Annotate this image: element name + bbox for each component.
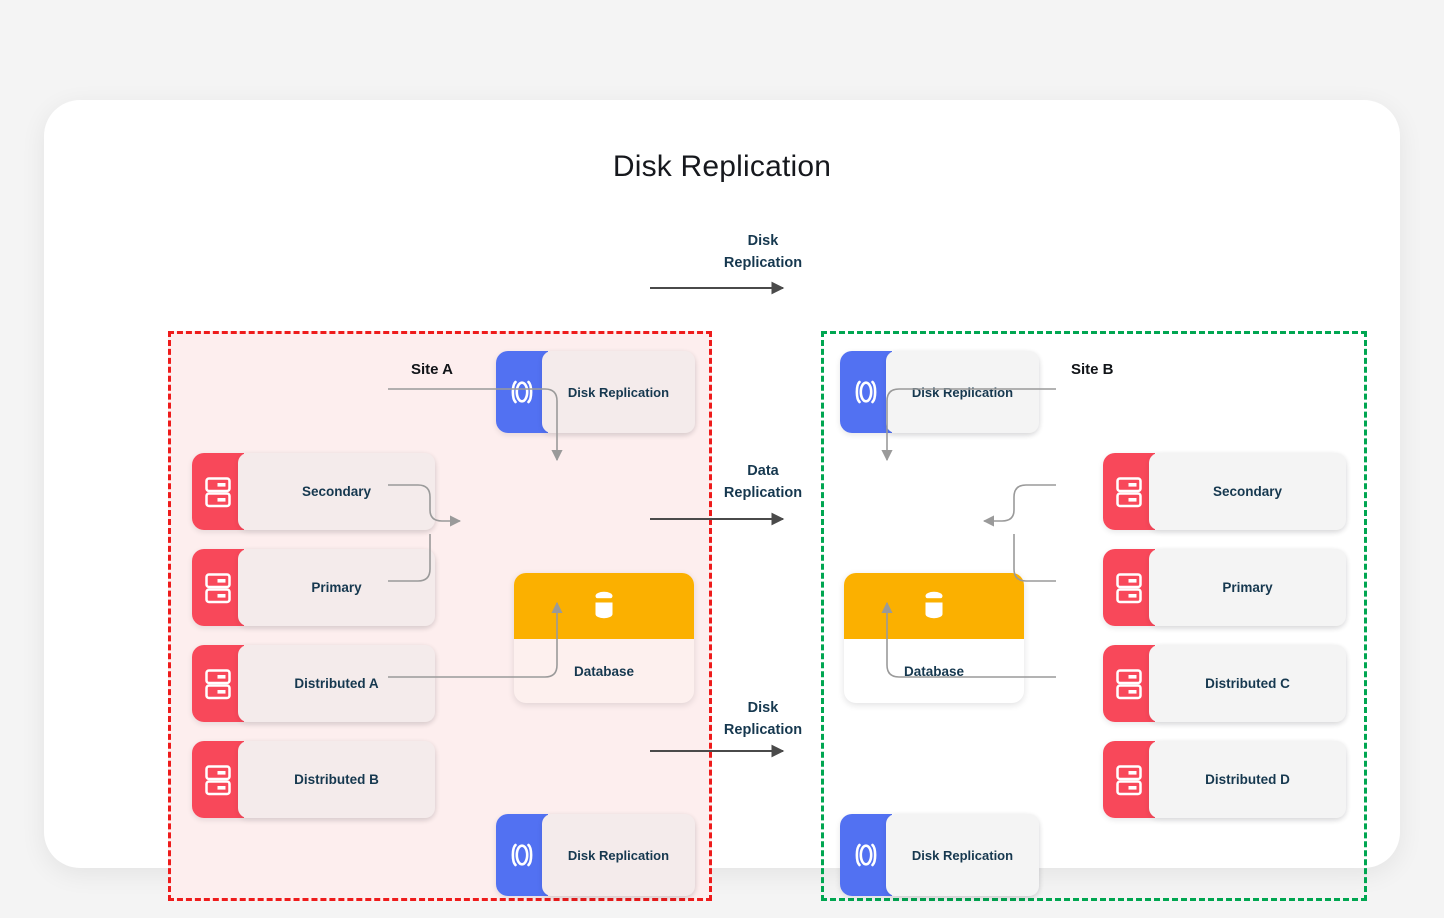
disk-replication-icon (840, 351, 892, 433)
node-label: Primary (238, 549, 435, 626)
node-label: Disk Replication (886, 351, 1039, 433)
node-b-distributed-c[interactable]: Distributed C (1103, 645, 1346, 722)
database-cylinder-icon (514, 573, 694, 639)
node-label: Distributed A (238, 645, 435, 722)
node-b-database[interactable]: Database (844, 573, 1024, 703)
server-rack-icon (1103, 549, 1155, 626)
node-a-database[interactable]: Database (514, 573, 694, 703)
node-a-distributed-a[interactable]: Distributed A (192, 645, 435, 722)
node-a-disk-replication-top[interactable]: Disk Replication (496, 351, 695, 433)
node-b-secondary[interactable]: Secondary (1103, 453, 1346, 530)
disk-replication-icon (496, 351, 548, 433)
node-label: Distributed B (238, 741, 435, 818)
node-b-disk-replication-bottom[interactable]: Disk Replication (840, 814, 1039, 896)
node-b-disk-replication-top[interactable]: Disk Replication (840, 351, 1039, 433)
server-rack-icon (192, 741, 244, 818)
node-a-distributed-b[interactable]: Distributed B (192, 741, 435, 818)
site-a-label: Site A (411, 361, 453, 378)
node-label: Database (903, 663, 965, 679)
cross-link-label-disk-top: Disk Replication (688, 230, 838, 275)
site-b-label: Site B (1071, 361, 1114, 378)
site-panel-a: Site A Disk Replication (168, 331, 712, 901)
node-b-distributed-d[interactable]: Distributed D (1103, 741, 1346, 818)
disk-replication-icon (496, 814, 548, 896)
label-line-2: Replication (723, 485, 803, 502)
node-label: Secondary (1149, 453, 1346, 530)
label-line-1: Disk (747, 700, 779, 716)
database-cylinder-icon (844, 573, 1024, 639)
label-line-2: Replication (723, 255, 803, 272)
node-label: Database (573, 663, 635, 679)
node-label: Secondary (238, 453, 435, 530)
server-rack-icon (1103, 741, 1155, 818)
diagram-card: Disk Replication Site A Disk Replication (44, 100, 1400, 901)
node-label: Primary (1149, 549, 1346, 626)
node-label: Disk Replication (542, 351, 695, 433)
server-rack-icon (192, 549, 244, 626)
node-a-secondary[interactable]: Secondary (192, 453, 435, 530)
node-a-primary[interactable]: Primary (192, 549, 435, 626)
server-rack-icon (192, 645, 244, 722)
cross-link-label-disk-bottom: Disk Replication (688, 697, 838, 742)
node-label: Disk Replication (886, 814, 1039, 896)
server-rack-icon (1103, 645, 1155, 722)
page-title: Disk Replication (612, 150, 832, 183)
node-b-primary[interactable]: Primary (1103, 549, 1346, 626)
node-label: Distributed D (1149, 741, 1346, 818)
site-panel-b: Site B Disk Replication (821, 331, 1367, 901)
cross-link-label-data: Data Replication (688, 460, 838, 505)
disk-replication-icon (840, 814, 892, 896)
label-line-1: Disk (747, 233, 779, 249)
node-a-disk-replication-bottom[interactable]: Disk Replication (496, 814, 695, 896)
label-line-1: Data (747, 463, 779, 479)
label-line-2: Replication (723, 722, 803, 739)
node-label: Disk Replication (542, 814, 695, 896)
server-rack-icon (1103, 453, 1155, 530)
node-label: Distributed C (1149, 645, 1346, 722)
server-rack-icon (192, 453, 244, 530)
